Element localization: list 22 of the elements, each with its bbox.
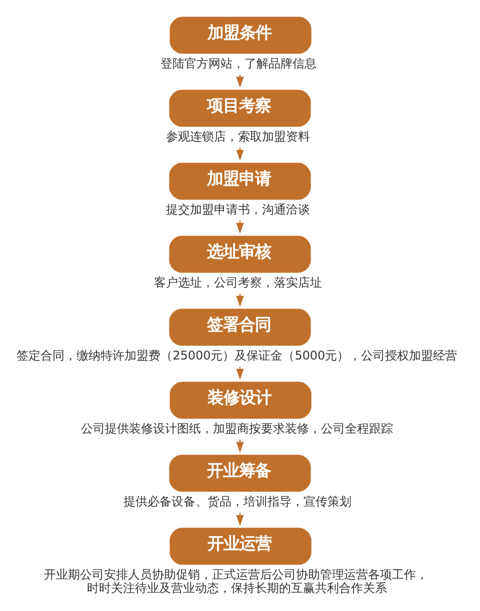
arrow	[236, 366, 244, 380]
arrow	[236, 220, 244, 234]
node-box: 开业筹备	[169, 454, 311, 492]
arrow	[236, 293, 244, 306]
node-box: 签署合同	[169, 308, 311, 346]
node-box: 开业运营	[170, 527, 312, 564]
node-box: 选址审核	[169, 235, 311, 272]
node-label: 开业期公司安排人员协助促销，正式运营后公司协助管理运营各项工作，时时关注待业及营业动态，保持长期的互赢共利合作关系	[44, 567, 428, 594]
node-label: 登陆官方网站，了解品牌信息	[160, 56, 316, 70]
node-label: 提交加盟申请书，沟通洽谈	[166, 202, 310, 216]
node-box: 项目考察	[169, 89, 311, 126]
arrow	[236, 74, 244, 88]
node-box: 加盟条件	[170, 16, 312, 54]
arrow	[236, 439, 244, 452]
node-label: 参观连锁店，索取加盟资料	[166, 129, 310, 144]
node-box: 加盟申请	[169, 162, 311, 200]
node-label: 签定合同，缴纳特许加盟费（25000元）及保证金（5000元），公司授权加盟经营	[16, 348, 458, 362]
node-label: 客户选址，公司考察，落实店址	[154, 275, 322, 290]
arrow	[236, 147, 244, 160]
node-label: 公司提供装修设计图纸，加盟商按要求装修，公司全程跟踪	[80, 421, 393, 436]
node-label: 提供必备设备、货品，培训指导，宣传策划	[123, 494, 352, 508]
node-box: 装修设计	[170, 381, 312, 418]
